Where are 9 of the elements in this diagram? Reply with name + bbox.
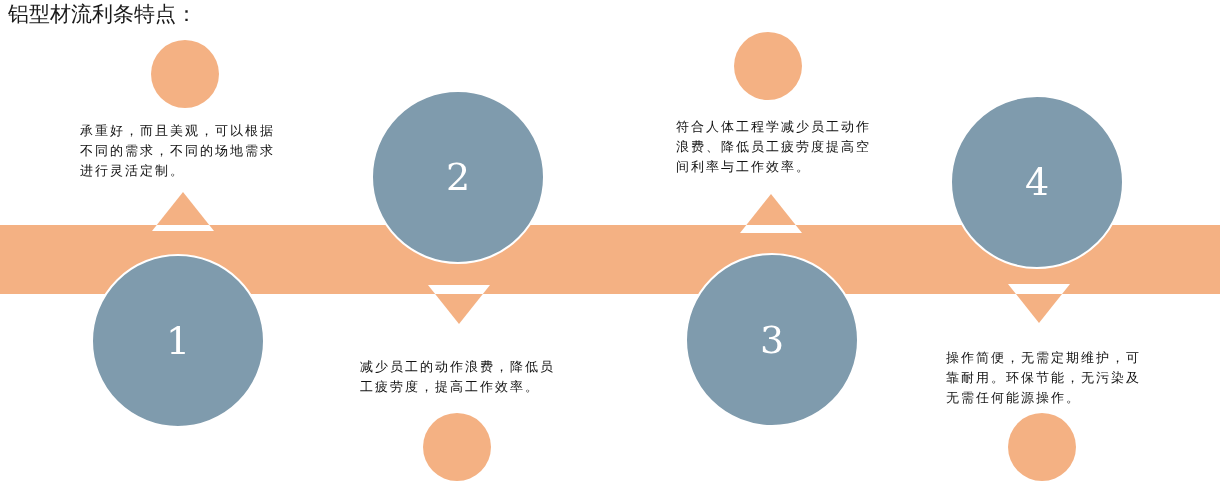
description-text: 减少员工的动作浪费，降低员工疲劳度，提高工作效率。 <box>360 358 556 396</box>
title-text: 铝型材流利条特点： <box>8 1 197 27</box>
step-number: 4 <box>1024 162 1050 202</box>
description-text: 符合人体工程学减少员工动作浪费、降低员工疲劳度提高空间利率与工作效率。 <box>676 118 872 176</box>
description-text: 操作简便，无需定期维护，可靠耐用。环保节能，无污染及无需任何能源操作。 <box>946 349 1142 407</box>
step-number: 2 <box>445 157 471 197</box>
step-number: 3 <box>759 320 785 360</box>
description-text: 承重好，而且美观，可以根据不同的需求，不同的场地需求进行灵活定制。 <box>80 122 276 180</box>
step-number: 1 <box>165 321 191 361</box>
